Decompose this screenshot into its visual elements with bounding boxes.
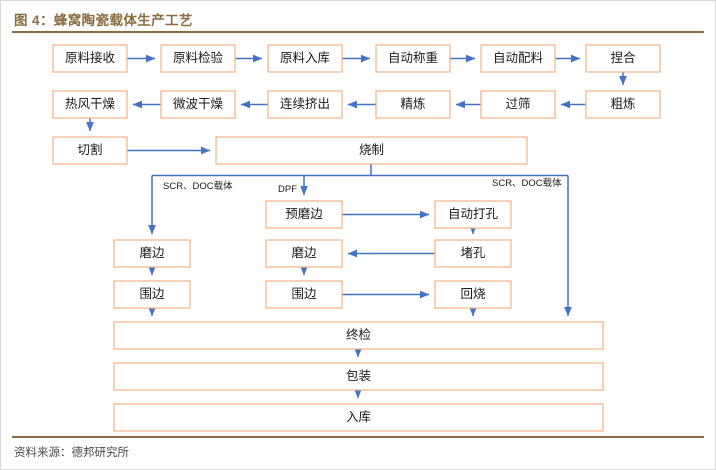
flow-node[interactable]: 过筛 — [480, 90, 556, 119]
flow-node-label: 自动配料 — [493, 51, 544, 65]
flow-node[interactable]: 热风干燥 — [52, 90, 128, 119]
flow-node-label: 捏合 — [610, 50, 636, 65]
flow-node[interactable]: 磨边 — [113, 239, 191, 268]
flow-node-box[interactable] — [113, 403, 604, 432]
flow-node-box[interactable] — [265, 239, 343, 268]
branch-label: DPF — [278, 184, 297, 195]
flow-node[interactable]: 磨边 — [265, 239, 343, 268]
branch-labels-layer: SCR、DOC载体 DPF SCR、DOC载体 — [163, 177, 562, 195]
flow-node-box[interactable] — [265, 280, 343, 309]
flow-node-box[interactable] — [480, 90, 556, 119]
flow-node-label: 切割 — [77, 142, 102, 157]
flow-node[interactable]: 微波干燥 — [160, 90, 236, 119]
flow-node[interactable]: 精炼 — [375, 90, 451, 119]
flow-node-box[interactable] — [160, 90, 236, 119]
flow-node-box[interactable] — [375, 44, 451, 73]
flow-node-box[interactable] — [267, 44, 343, 73]
flow-node[interactable]: 自动打孔 — [434, 200, 512, 229]
flow-node-label: 磨边 — [139, 246, 165, 260]
flow-node-label: 自动称重 — [388, 50, 438, 65]
flow-node[interactable]: 入库 — [113, 403, 604, 432]
flow-node-box[interactable] — [113, 362, 604, 391]
flow-node-label: 堵孔 — [460, 246, 486, 260]
flow-node[interactable]: 粗炼 — [585, 90, 661, 119]
flow-node[interactable]: 预磨边 — [265, 200, 343, 229]
flow-node-label: 精炼 — [400, 96, 425, 111]
flow-node[interactable]: 自动配料 — [480, 44, 556, 73]
flow-node-box[interactable] — [267, 90, 343, 119]
flow-node-label: 磨边 — [291, 246, 317, 260]
flow-node-label: 围边 — [139, 287, 165, 301]
flow-node-box[interactable] — [113, 280, 191, 309]
figure-title: 图 4：蜂窝陶瓷载体生产工艺 — [14, 13, 193, 28]
flow-node[interactable]: 包装 — [113, 362, 604, 391]
flow-node-label: 终检 — [346, 327, 372, 342]
flow-node[interactable]: 围边 — [113, 280, 191, 309]
flow-node-box[interactable] — [585, 44, 661, 73]
flow-node-label: 预磨边 — [285, 207, 323, 221]
flow-node-label: 过筛 — [505, 96, 530, 111]
flow-node-label: 烧制 — [359, 143, 384, 157]
flow-node[interactable]: 终检 — [113, 321, 604, 350]
source-note: 资料来源：德邦研究所 — [14, 447, 129, 459]
flow-node-box[interactable] — [52, 136, 128, 165]
flow-node[interactable]: 回烧 — [434, 280, 512, 309]
flow-node[interactable]: 围边 — [265, 280, 343, 309]
flow-node-label: 原料接收 — [65, 50, 116, 65]
flow-node[interactable]: 捏合 — [585, 44, 661, 73]
flow-node[interactable]: 原料入库 — [267, 44, 343, 73]
flow-node-box[interactable] — [480, 44, 556, 73]
flow-node[interactable]: 原料检验 — [160, 44, 236, 73]
flow-node[interactable]: 切割 — [52, 136, 128, 165]
flow-node-label: 微波干燥 — [173, 97, 224, 111]
flow-node-label: 回烧 — [460, 287, 486, 301]
title-divider — [12, 31, 704, 33]
flow-node-label: 入库 — [346, 409, 371, 424]
flow-node-box[interactable] — [375, 90, 451, 119]
branch-label: SCR、DOC载体 — [163, 180, 233, 192]
flow-node-label: 连续挤出 — [280, 96, 330, 111]
flow-node-box[interactable] — [265, 200, 343, 229]
flow-node-box[interactable] — [434, 239, 512, 268]
flow-node-box[interactable] — [434, 280, 512, 309]
flow-node-label: 自动打孔 — [448, 207, 499, 221]
flow-node-box[interactable] — [52, 44, 128, 73]
flow-node-label: 原料检验 — [173, 50, 224, 65]
footer-divider — [12, 436, 704, 438]
flow-node-box[interactable] — [113, 239, 191, 268]
flow-node-box[interactable] — [434, 200, 512, 229]
flow-node[interactable]: 堵孔 — [434, 239, 512, 268]
flow-node-label: 围边 — [291, 287, 317, 301]
edges-layer — [86, 54, 627, 399]
flow-node[interactable]: 原料接收 — [52, 44, 128, 73]
flow-node-box[interactable] — [160, 44, 236, 73]
flow-node-box[interactable] — [585, 90, 661, 119]
flow-node[interactable]: 连续挤出 — [267, 90, 343, 119]
flow-node-box[interactable] — [52, 90, 128, 119]
flow-node[interactable]: 烧制 — [215, 136, 528, 165]
flow-node-box[interactable] — [113, 321, 604, 350]
flow-node[interactable]: 自动称重 — [375, 44, 451, 73]
flow-node-label: 粗炼 — [610, 96, 635, 111]
branch-label: SCR、DOC载体 — [492, 177, 562, 189]
flow-node-label: 原料入库 — [280, 50, 330, 65]
flow-node-label: 包装 — [346, 369, 371, 383]
flow-node-label: 热风干燥 — [65, 97, 116, 111]
flow-node-box[interactable] — [215, 136, 528, 165]
